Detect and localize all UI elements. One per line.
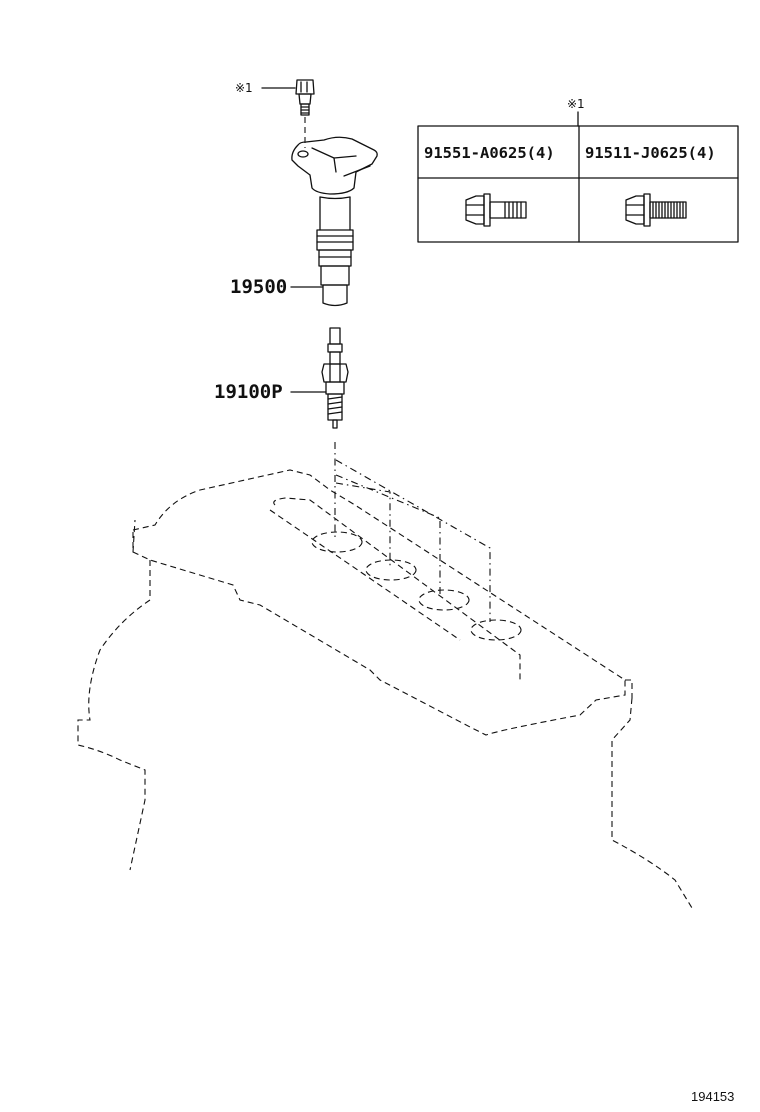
coil-part-number: 19500: [230, 276, 287, 298]
plug-part-number: 19100P: [214, 381, 283, 403]
table-part-number-1: 91551-A0625(4): [424, 144, 555, 162]
flange-bolt-icon-2: [625, 193, 687, 227]
flange-bolt-icon-1: [465, 193, 527, 227]
install-guide-lines: [334, 442, 491, 622]
table-reference-mark: ※1: [567, 97, 585, 111]
bolt-reference-mark: ※1: [235, 81, 253, 95]
diagram-id: 194153: [691, 1089, 734, 1104]
spark-plug-drawing: 19100P: [214, 327, 349, 429]
ignition-coil-drawing: 19500: [230, 136, 378, 307]
coil-bolt-drawing: ※1: [235, 79, 315, 148]
engine-block-outline: [77, 469, 693, 909]
table-part-number-2: 91511-J0625(4): [585, 144, 716, 162]
bolt-table: ※1 91551-A0625(4) 91511-J0625(4): [417, 97, 739, 243]
